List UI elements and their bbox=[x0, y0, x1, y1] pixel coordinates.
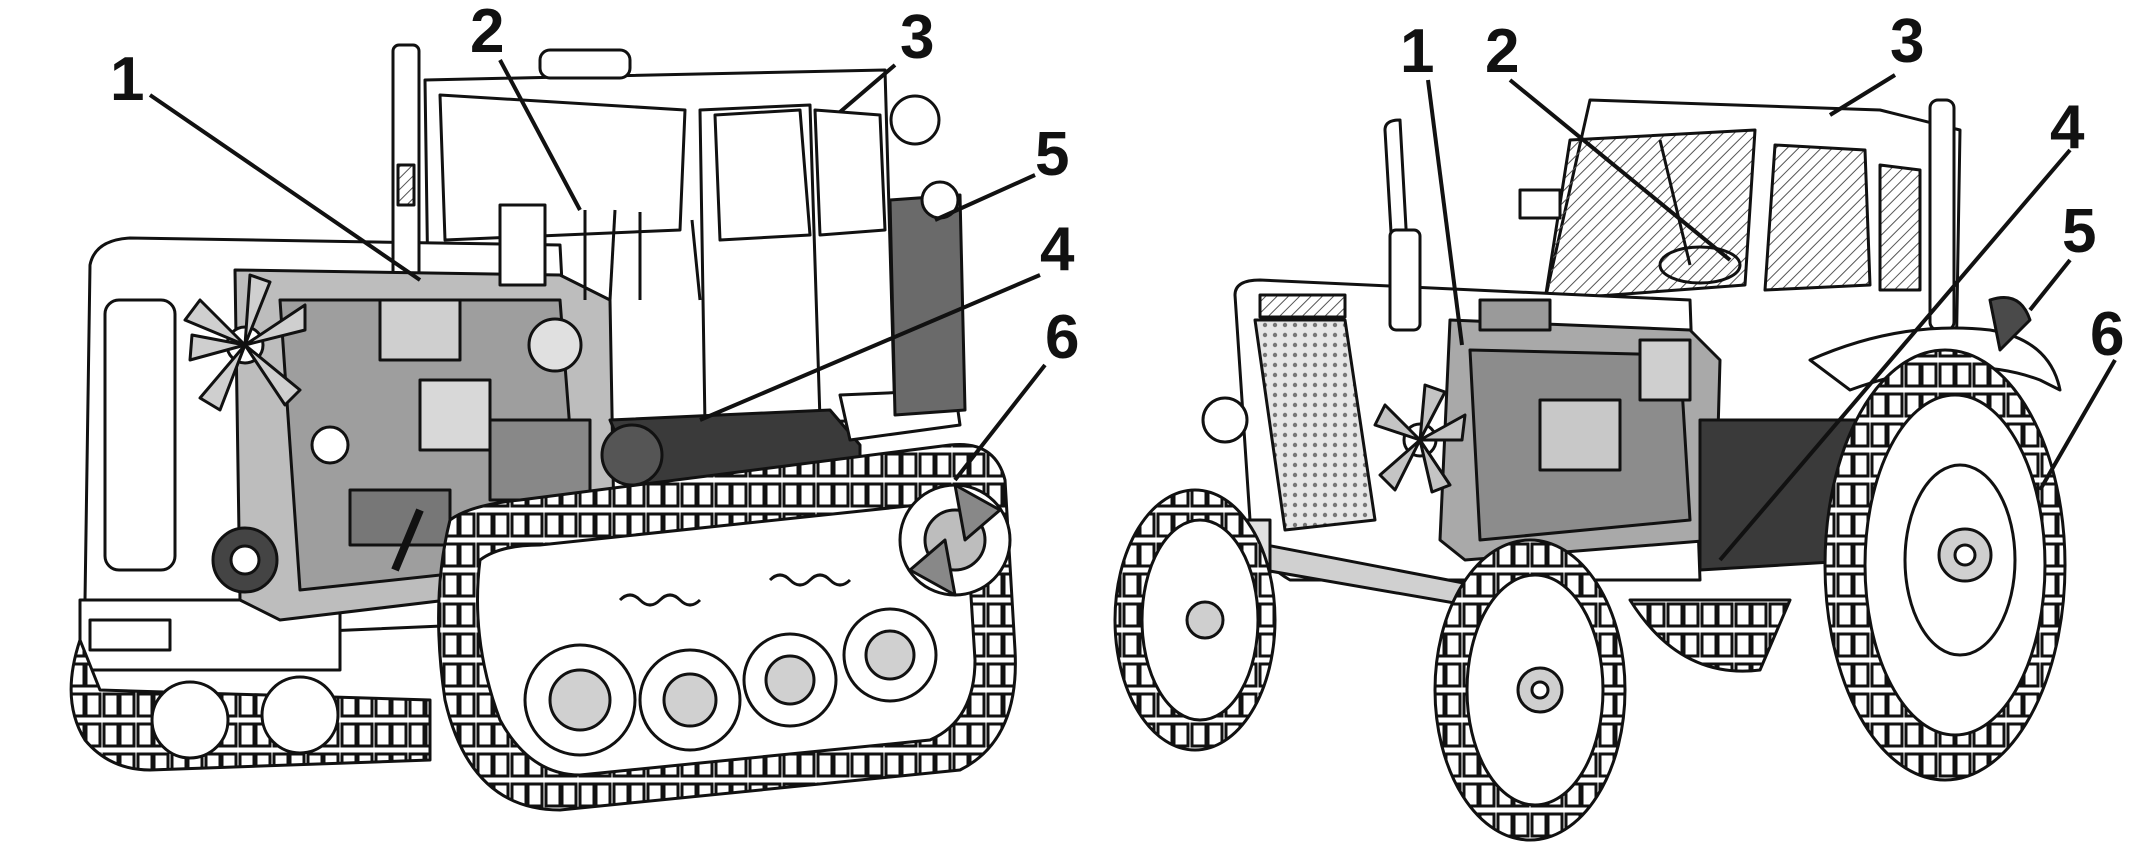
crawler-callouts: 1 2 3 5 4 6 bbox=[110, 0, 1079, 372]
wheeled-callout-5: 5 bbox=[2062, 197, 2096, 266]
crawler-leader-lines bbox=[148, 59, 1047, 482]
crawler-callout-2: 2 bbox=[470, 0, 504, 66]
crawler-callout-1: 1 bbox=[110, 45, 144, 114]
wheeled-front-wheel-near bbox=[1433, 538, 1627, 842]
crawler-callout-5: 5 bbox=[1035, 120, 1069, 189]
crawler-track bbox=[437, 442, 1017, 812]
wheeled-front-wheel-far bbox=[1113, 488, 1277, 752]
wheeled-callouts: 1 2 3 4 5 6 bbox=[1400, 7, 2124, 369]
crawler-tractor-drawing bbox=[69, 43, 1017, 812]
crawler-fan bbox=[183, 273, 307, 594]
wheeled-callout-6: 6 bbox=[2090, 300, 2124, 369]
wheeled-callout-2: 2 bbox=[1485, 17, 1519, 86]
wheeled-fan bbox=[1373, 383, 1467, 494]
wheeled-engine bbox=[1438, 298, 1722, 562]
crawler-callout-3: 3 bbox=[900, 3, 934, 72]
crawler-callout-6: 6 bbox=[1045, 303, 1079, 372]
wheeled-leader-lines bbox=[1426, 73, 2117, 562]
crawler-callout-4: 4 bbox=[1040, 215, 1075, 284]
wheeled-callout-3: 3 bbox=[1890, 7, 1924, 76]
wheeled-rear-wheel bbox=[1823, 348, 2067, 782]
wheeled-tractor-drawing bbox=[1113, 98, 2067, 842]
wheeled-callout-4: 4 bbox=[2050, 93, 2085, 162]
wheeled-callout-1: 1 bbox=[1400, 17, 1434, 86]
